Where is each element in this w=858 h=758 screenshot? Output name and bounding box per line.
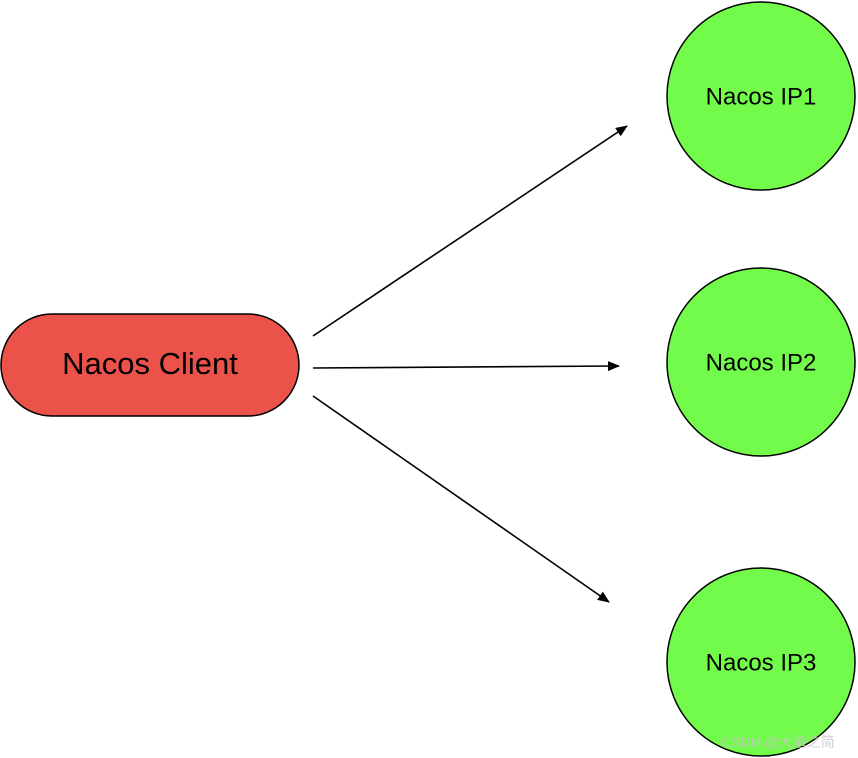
client-node-label: Nacos Client [62,346,238,381]
client-node-shape [0,313,300,417]
edge-client-to-ip3 [312,395,610,603]
server-node-ip2: Nacos IP2 [666,267,856,457]
client-node: Nacos Client [0,313,300,417]
server-node-ip3-shape [666,567,856,757]
edge-client-to-ip1 [312,125,628,337]
server-node-ip1-label: Nacos IP1 [706,83,817,110]
server-node-ip2-shape [666,267,856,457]
server-node-ip2-label: Nacos IP2 [706,349,817,376]
edge-client-to-ip2 [312,361,620,372]
watermark-text: CSDN @大道之简 [721,734,835,750]
server-node-ip3-label: Nacos IP3 [706,649,817,676]
server-node-ip1: Nacos IP1 [666,1,856,191]
edges [312,125,628,603]
server-node-ip3: Nacos IP3 [666,567,856,757]
server-node-ip1-shape [666,1,856,191]
